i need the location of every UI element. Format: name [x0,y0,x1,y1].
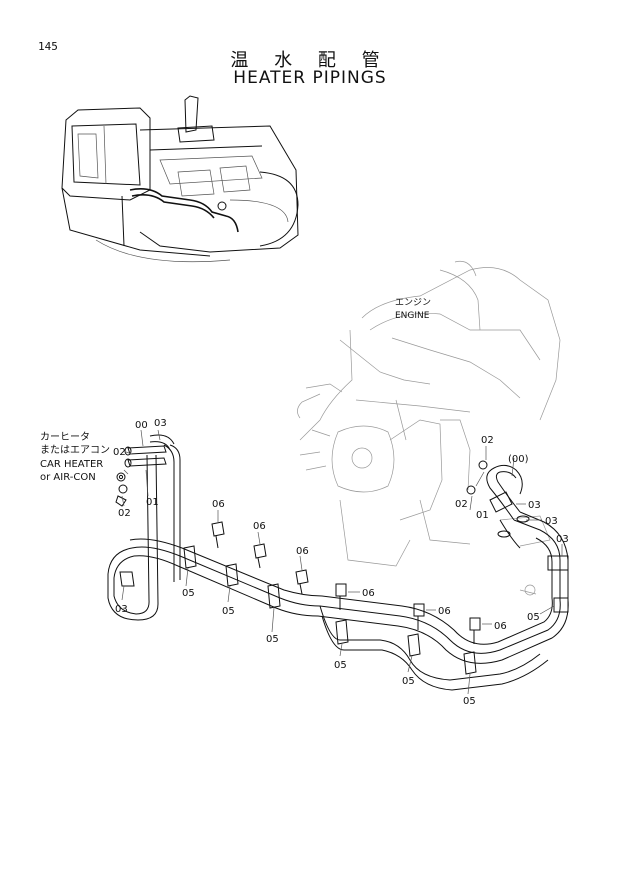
part-label-06: 06 [212,499,225,510]
part-label-05: 05 [527,612,540,623]
part-number-callouts: 00 03 02 01 02 03 05 05 05 05 05 05 05 0… [113,418,569,707]
part-label-05: 05 [463,696,476,707]
part-label-06: 06 [296,546,309,557]
engine-label: エンジン ENGINE [395,298,431,321]
hose-clamps [119,545,569,675]
page-title: HEATER PIPINGS [233,68,387,88]
heater-hose [107,444,569,691]
part-label-03: 03 [556,534,569,545]
engine-outline [297,260,561,596]
car-heater-label-line3: CAR HEATER [40,459,103,470]
page-number: 145 [38,40,58,53]
car-heater-label: カーヒータ またはエアコン CAR HEATER or AIR-CON [40,431,110,483]
part-label-03: 03 [545,516,558,527]
part-label-06: 06 [362,588,375,599]
leader-lines [121,429,563,695]
heater-fittings [115,434,175,507]
part-label-05: 05 [222,606,235,617]
part-label-01: 01 [476,510,489,521]
engine-fittings [466,460,530,549]
clamp-bolts [211,521,481,644]
part-label-00: (00) [508,454,529,465]
car-heater-label-line1: カーヒータ [40,431,90,443]
part-label-03: 03 [115,604,128,615]
part-label-03: 03 [154,418,167,429]
part-label-03: 03 [528,500,541,511]
engine-label-japanese: エンジン [395,298,431,308]
part-label-02: 02 [113,447,126,458]
part-label-06: 06 [494,621,507,632]
part-label-02: 02 [118,508,131,519]
excavator-overview-illustration [61,95,299,263]
part-label-01: 01 [146,497,159,508]
part-label-00: 00 [135,420,148,431]
page-title-japanese: 温 水 配 管 [230,50,390,71]
part-label-02: 02 [455,499,468,510]
part-label-02: 02 [481,435,494,446]
engine-label-english: ENGINE [395,311,430,321]
part-label-05: 05 [182,588,195,599]
part-label-05: 05 [266,634,279,645]
car-heater-label-line4: or AIR-CON [40,472,96,483]
car-heater-label-line2: またはエアコン [40,444,110,456]
part-label-05: 05 [334,660,347,671]
part-label-06: 06 [253,521,266,532]
part-label-05: 05 [402,676,415,687]
part-label-06: 06 [438,606,451,617]
